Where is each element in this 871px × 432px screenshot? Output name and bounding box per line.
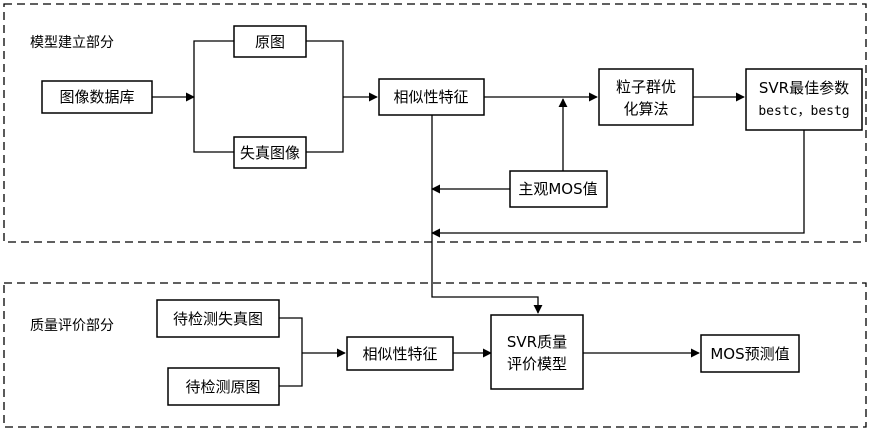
svr-model-label-line2: 评价模型 — [507, 355, 567, 373]
original-image-box: 原图 — [234, 26, 306, 57]
distorted-image-box: 失真图像 — [234, 137, 306, 168]
image-database-box: 图像数据库 — [42, 81, 152, 113]
line-split-to-distorted — [194, 97, 234, 152]
arrow-svr-params-feedback — [432, 130, 804, 233]
mos-prediction-label: MOS预测值 — [710, 345, 789, 363]
original-image-label: 原图 — [255, 33, 285, 51]
line-distorted-to-merge — [306, 97, 343, 152]
svr-quality-model-box: SVR质量 评价模型 — [491, 315, 583, 389]
similarity-feature-bottom-box: 相似性特征 — [347, 337, 453, 370]
mos-prediction-box: MOS预测值 — [701, 335, 799, 372]
svr-params-label-line1: SVR最佳参数 — [759, 79, 849, 97]
line-split-to-original — [194, 41, 234, 97]
model-building-region — [4, 4, 866, 242]
similarity-feature-top-box: 相似性特征 — [379, 79, 484, 115]
test-original-image-box: 待检测原图 — [168, 368, 279, 405]
distorted-image-label: 失真图像 — [240, 144, 300, 162]
line-original-to-merge — [306, 41, 343, 97]
pso-label-line1: 粒子群优 — [616, 78, 676, 96]
line-test-distorted-to-merge — [279, 318, 302, 353]
image-database-label: 图像数据库 — [59, 88, 134, 106]
line-test-original-to-merge — [279, 353, 302, 386]
subjective-mos-box: 主观MOS值 — [510, 171, 607, 207]
svr-best-params-box: SVR最佳参数 bestc，bestg — [746, 69, 862, 130]
similarity-feature-top-label: 相似性特征 — [393, 88, 468, 106]
pso-algorithm-box: 粒子群优 化算法 — [599, 69, 693, 125]
similarity-feature-bottom-label: 相似性特征 — [362, 345, 437, 363]
pso-label-line2: 化算法 — [623, 100, 668, 118]
svr-params-label-line2: bestc，bestg — [758, 104, 849, 119]
quality-evaluation-label: 质量评价部分 — [30, 318, 114, 334]
test-distorted-image-box: 待检测失真图 — [157, 300, 279, 337]
svr-model-label-line1: SVR质量 — [507, 333, 567, 351]
test-distorted-image-label: 待检测失真图 — [173, 310, 263, 328]
subjective-mos-label: 主观MOS值 — [518, 180, 597, 198]
model-building-label: 模型建立部分 — [30, 35, 114, 51]
test-original-image-label: 待检测原图 — [185, 378, 260, 396]
